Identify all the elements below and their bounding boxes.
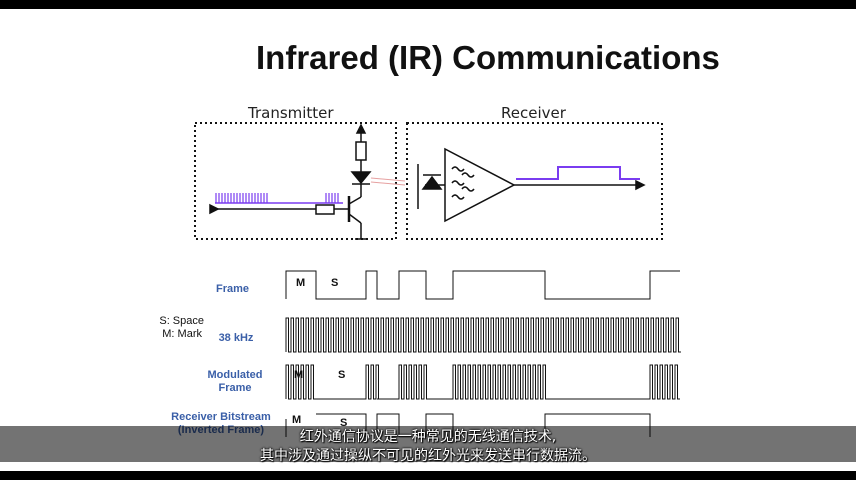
carrier-label: 38 kHz	[218, 332, 254, 344]
slide-title: Infrared (IR) Communications	[256, 39, 720, 76]
circuit-diagram	[194, 122, 681, 437]
subtitle-line-1: 红外通信协议是一种常见的无线通信技术,	[299, 429, 557, 445]
frame-signal	[285, 270, 680, 300]
subtitle-band	[0, 426, 856, 462]
receiver-mark-letter: M	[292, 414, 302, 426]
modulated-mark-letter: M	[294, 369, 304, 381]
modulated-frame-signal	[285, 364, 680, 400]
transmitter-circuit	[209, 123, 406, 240]
receiver-circuit	[417, 147, 646, 223]
slide: Infrared (IR) Communications Transmitter…	[0, 9, 856, 471]
frame-label: Frame	[215, 283, 250, 295]
subtitle-line-2: 其中涉及通过操纵不可见的红外光来发送串行数据流。	[260, 448, 596, 464]
legend-mark: M: Mark	[162, 328, 202, 340]
transmitter-box	[194, 122, 397, 240]
frame-space-letter: S	[331, 277, 339, 289]
frame-mark-letter: M	[296, 277, 306, 289]
carrier-38khz-signal	[285, 317, 681, 353]
receiver-space-letter: S	[340, 417, 348, 429]
modulated-space-letter: S	[338, 369, 346, 381]
transmitter-label: Transmitter	[248, 104, 334, 122]
receiver-waveform	[516, 166, 640, 180]
modulated-label: Modulated Frame	[207, 369, 263, 394]
receiver-label: Receiver	[501, 104, 566, 122]
transmitter-pulses	[215, 193, 339, 203]
legend-space: S: Space	[159, 315, 204, 327]
